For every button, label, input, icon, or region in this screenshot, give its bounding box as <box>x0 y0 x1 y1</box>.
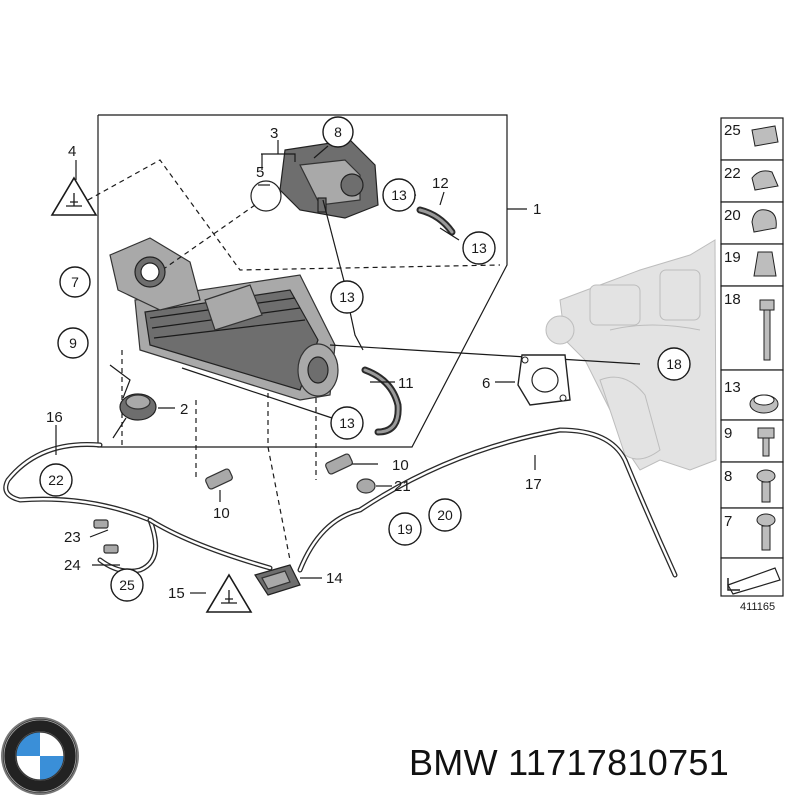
svg-text:8: 8 <box>334 124 342 140</box>
egr-cooler <box>109 237 339 401</box>
label-4: 4 <box>68 143 76 160</box>
svg-text:8: 8 <box>724 468 732 485</box>
circled-label-13: 13 <box>330 280 364 314</box>
svg-text:22: 22 <box>48 472 64 488</box>
label-10-left: 10 <box>213 505 230 522</box>
label-5: 5 <box>256 164 264 181</box>
circled-label-13: 13 <box>462 231 496 265</box>
label-23: 23 <box>64 529 81 546</box>
circled-label-19: 19 <box>388 512 422 546</box>
bolt-10-left <box>205 468 233 502</box>
svg-text:22: 22 <box>724 165 741 182</box>
svg-text:25: 25 <box>724 122 741 139</box>
warning-triangle-icon <box>205 573 253 613</box>
circled-label-9: 9 <box>57 327 89 359</box>
bmw-logo-icon <box>1 717 79 795</box>
svg-text:9: 9 <box>69 335 77 351</box>
circled-label-13: 13 <box>330 406 364 440</box>
label-10-right: 10 <box>392 457 409 474</box>
gasket-5 <box>250 180 282 212</box>
bolt-10-right <box>325 453 378 475</box>
circled-label-22: 22 <box>39 463 73 497</box>
assembly-frame <box>97 114 508 448</box>
part-number-caption: BMW 11717810751 <box>409 742 730 783</box>
label-6: 6 <box>482 375 490 392</box>
label-2: 2 <box>180 401 188 418</box>
svg-text:13: 13 <box>724 379 741 396</box>
diagram-reference-number: 411165 <box>740 601 775 613</box>
circled-label-18: 18 <box>657 347 691 381</box>
circled-label-13: 13 <box>382 178 416 212</box>
label-17: 17 <box>525 476 542 493</box>
label-1: 1 <box>533 201 541 218</box>
warning-triangle-icon <box>50 176 98 216</box>
svg-text:13: 13 <box>391 187 407 203</box>
svg-text:18: 18 <box>666 356 682 372</box>
label-16: 16 <box>46 409 63 426</box>
vacuum-unit-2 <box>109 364 175 439</box>
circled-label-7: 7 <box>59 266 91 298</box>
parts-legend: 25 22 20 19 18 13 9 8 7 411165 <box>720 117 784 613</box>
nut-21 <box>356 478 392 494</box>
svg-text:13: 13 <box>339 289 355 305</box>
label-12: 12 <box>432 175 449 192</box>
circled-label-8: 8 <box>322 116 354 148</box>
cutout-arrow-icon <box>727 567 781 595</box>
svg-text:18: 18 <box>724 291 741 308</box>
svg-text:19: 19 <box>724 249 741 266</box>
svg-text:25: 25 <box>119 577 135 593</box>
label-21: 21 <box>394 478 411 495</box>
label-24: 24 <box>64 557 81 574</box>
svg-text:13: 13 <box>339 415 355 431</box>
circled-label-20: 20 <box>428 498 462 532</box>
label-3: 3 <box>270 125 278 142</box>
label-15: 15 <box>168 585 185 602</box>
svg-text:7: 7 <box>724 513 732 530</box>
circled-label-25: 25 <box>110 568 144 602</box>
gasket-6 <box>517 354 571 406</box>
intake-manifold-ghost <box>545 239 717 471</box>
svg-text:20: 20 <box>724 207 741 224</box>
svg-text:13: 13 <box>471 240 487 256</box>
svg-text:20: 20 <box>437 507 453 523</box>
solenoid-valve-14 <box>254 564 322 596</box>
svg-text:19: 19 <box>397 521 413 537</box>
label-14: 14 <box>326 570 343 587</box>
svg-text:9: 9 <box>724 425 732 442</box>
egr-valve-actuator <box>279 139 379 219</box>
svg-text:7: 7 <box>71 274 79 290</box>
label-11: 11 <box>398 375 414 392</box>
